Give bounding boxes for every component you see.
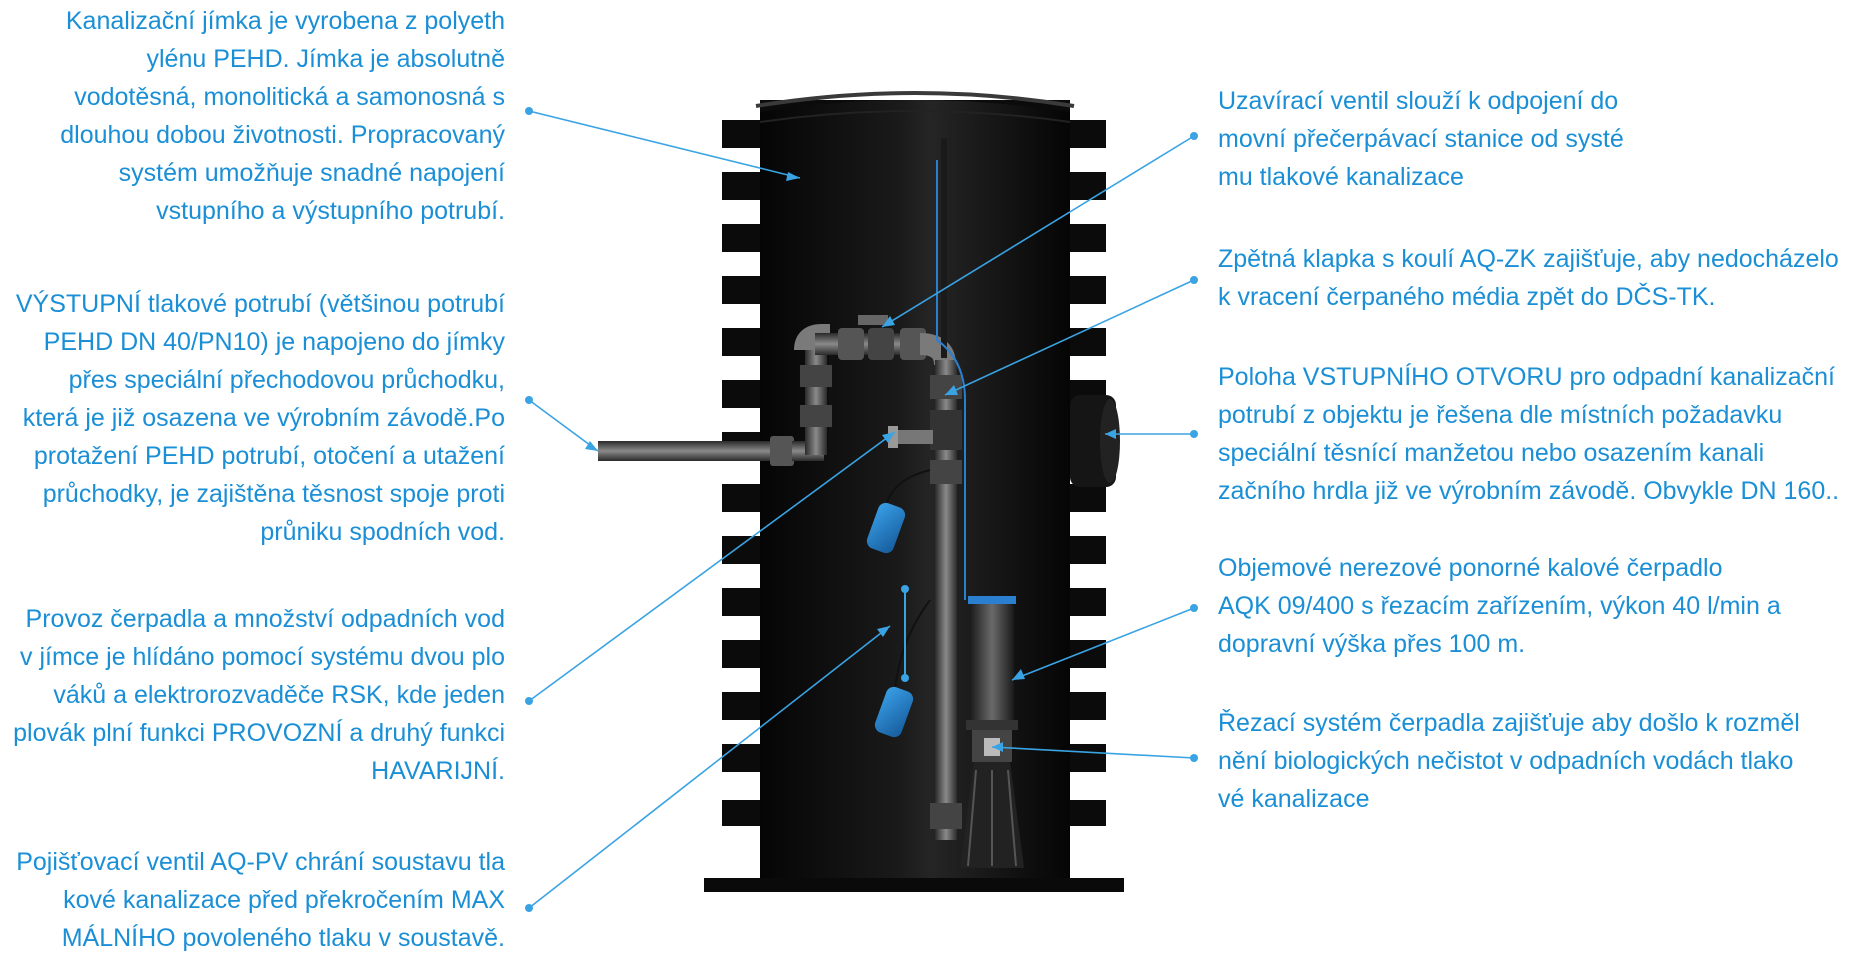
callout-line: která je již osazena ve výrobním závodě.… bbox=[22, 404, 505, 432]
callout-line: průniku spodních vod. bbox=[260, 518, 505, 546]
callout-line: systém umožňuje snadné napojení bbox=[118, 159, 505, 187]
callout-line: přes speciální přechodovou průchodku, bbox=[68, 366, 505, 394]
callout-line: Objemové nerezové ponorné kalové čerpadl… bbox=[1218, 554, 1723, 582]
callout-safety-valve: Pojišťovací ventil AQ-PV chrání soustavu… bbox=[16, 843, 505, 957]
callout-line: potrubí z objektu je řešena dle místních… bbox=[1218, 401, 1783, 429]
callout-line: průchodky, je zajištěna těsnost spoje pr… bbox=[42, 480, 505, 508]
callout-tank-body: Kanalizační jímka je vyrobena z polyeth … bbox=[60, 2, 505, 230]
outlet-pipe bbox=[598, 436, 824, 466]
tank-body bbox=[704, 91, 1124, 892]
callout-line: Pojišťovací ventil AQ-PV chrání soustavu… bbox=[16, 848, 505, 876]
callout-line: nění biologických nečistot v odpadních v… bbox=[1218, 747, 1794, 775]
callout-line: k vracení čerpaného média zpět do DČS-TK… bbox=[1218, 283, 1716, 311]
callout-check-valve: Zpětná klapka s koulí AQ-ZK zajišťuje, a… bbox=[1218, 240, 1839, 316]
callout-pump: Objemové nerezové ponorné kalové čerpadl… bbox=[1218, 549, 1781, 663]
callout-line: AQK 09/400 s řezacím zařízením, výkon 40… bbox=[1218, 592, 1781, 620]
callout-line: v jímce je hlídáno pomocí systému dvou p… bbox=[20, 643, 505, 671]
callout-line: dopravní výška přes 100 m. bbox=[1218, 630, 1526, 658]
callout-outlet-pipe: VÝSTUPNÍ tlakové potrubí (většinou potru… bbox=[16, 285, 505, 551]
float-switches bbox=[866, 469, 931, 738]
callout-cutter-system: Řezací systém čerpadla zajišťuje aby doš… bbox=[1218, 704, 1800, 818]
callout-float-switches: Provoz čerpadla a množství odpadních vod… bbox=[13, 600, 505, 790]
callout-inlet-opening: Poloha VSTUPNÍHO OTVORU pro odpadní kana… bbox=[1218, 358, 1839, 510]
callout-line: váků a elektrorozvaděče RSK, kde jeden bbox=[53, 681, 505, 709]
callout-line: ylénu PEHD. Jímka je absolutně bbox=[146, 45, 505, 73]
callout-line: VÝSTUPNÍ tlakové potrubí (většinou potru… bbox=[15, 290, 505, 318]
callout-line: začního hrdla již ve výrobním závodě. Ob… bbox=[1218, 477, 1840, 505]
callout-line: plovák plní funkci PROVOZNÍ a druhý funk… bbox=[13, 719, 505, 747]
callout-line: mu tlakové kanalizace bbox=[1218, 163, 1464, 191]
callout-shutoff-valve: Uzavírací ventil slouží k odpojení do mo… bbox=[1218, 82, 1624, 196]
callout-line: Řezací systém čerpadla zajišťuje aby doš… bbox=[1218, 709, 1800, 737]
callout-line: PEHD DN 40/PN10) je napojeno do jímky bbox=[43, 328, 505, 356]
callout-line: Provoz čerpadla a množství odpadních vod bbox=[25, 605, 505, 633]
callout-line: Kanalizační jímka je vyrobena z polyeth bbox=[65, 7, 505, 35]
callout-line: speciální těsnící manžetou nebo osazením… bbox=[1218, 439, 1765, 467]
callout-line: vodotěsná, monolitická a samonosná s bbox=[74, 83, 505, 111]
callout-line: Zpětná klapka s koulí AQ-ZK zajišťuje, a… bbox=[1218, 245, 1839, 273]
callout-line: HAVARIJNÍ. bbox=[371, 757, 505, 785]
callout-line: vé kanalizace bbox=[1218, 785, 1370, 813]
callout-line: Uzavírací ventil slouží k odpojení do bbox=[1218, 87, 1619, 115]
callout-line: protažení PEHD potrubí, otočení a utažen… bbox=[33, 442, 505, 470]
callout-line: Poloha VSTUPNÍHO OTVORU pro odpadní kana… bbox=[1218, 363, 1835, 391]
pipework bbox=[794, 138, 962, 840]
pump-cable bbox=[936, 160, 966, 600]
callout-line: vstupního a výstupního potrubí. bbox=[156, 197, 505, 225]
leader-lines bbox=[525, 107, 1198, 912]
callout-line: dlouhou dobou životnosti. Propracovaný bbox=[60, 121, 505, 149]
callout-line: movní přečerpávací stanice od systé bbox=[1218, 125, 1624, 153]
callout-line: MÁLNÍHO povoleného tlaku v soustavě. bbox=[61, 924, 505, 952]
submersible-pump bbox=[960, 596, 1024, 868]
callout-line: kové kanalizace před překročením MAX bbox=[63, 886, 505, 914]
